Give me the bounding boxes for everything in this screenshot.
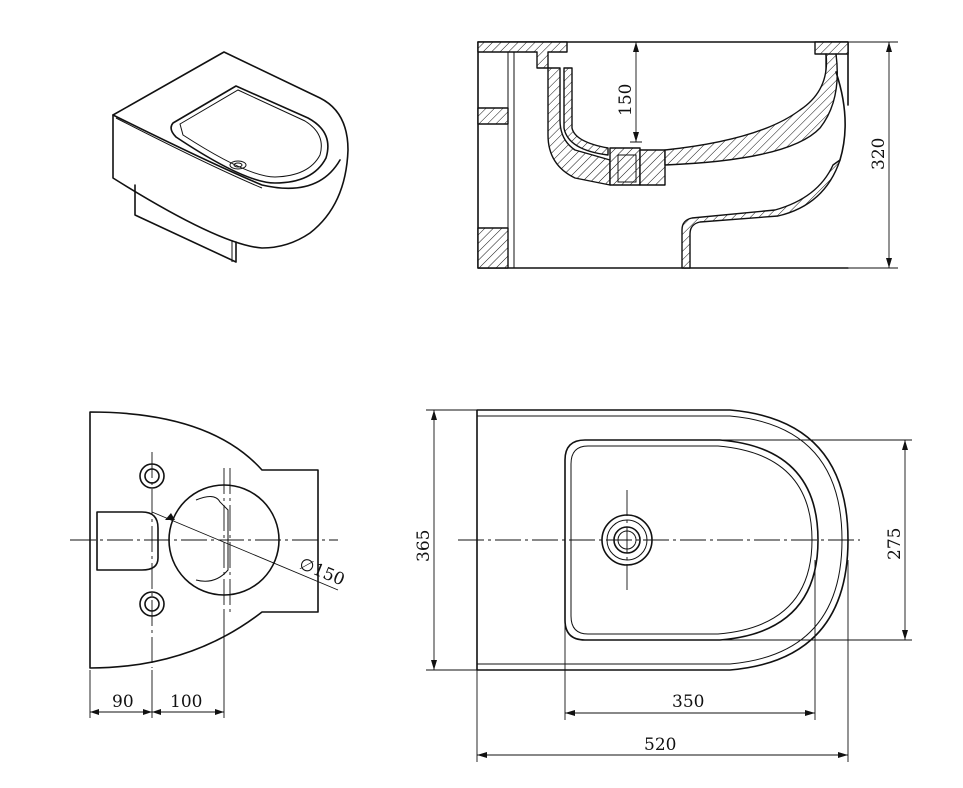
dim-hole-spacing: 100	[170, 692, 202, 712]
dim-total-height: 320	[869, 138, 889, 170]
dim-total-length: 520	[644, 735, 676, 755]
dim-rim-length: 350	[672, 692, 704, 712]
dim-rim-width: 275	[885, 528, 905, 560]
rear-view: ∅150 90 100	[70, 411, 347, 718]
top-view: 365 275 350 520	[414, 409, 912, 762]
dim-outlet-diameter: ∅150	[296, 554, 347, 590]
section-view: 150 320	[477, 41, 898, 269]
perspective-view	[112, 51, 349, 263]
dim-left-offset: 90	[112, 692, 134, 712]
dim-bowl-depth: 150	[616, 84, 636, 116]
dim-width: 365	[414, 530, 434, 562]
